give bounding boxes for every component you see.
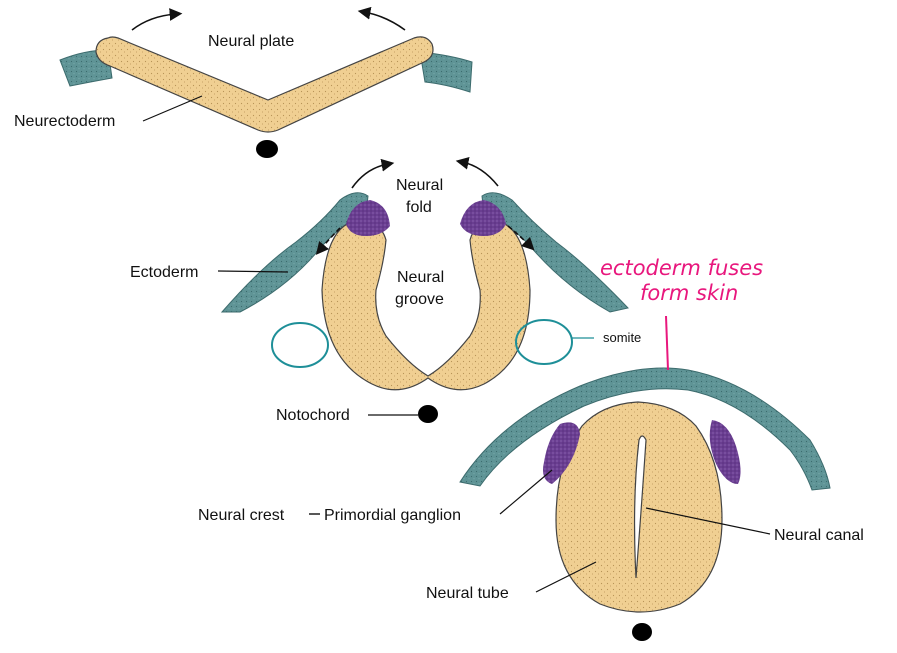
neural-canal-slit bbox=[633, 435, 647, 579]
leader-ectoderm bbox=[217, 270, 289, 273]
fold-arrow-out-right-stage2 bbox=[455, 156, 499, 187]
label-neurectoderm: Neurectoderm bbox=[14, 113, 115, 130]
ectoderm-right-stage1 bbox=[419, 51, 473, 93]
somite-outline-right bbox=[515, 319, 573, 365]
notochord-stage2 bbox=[418, 405, 438, 423]
neural-plate-shape bbox=[95, 36, 434, 133]
label-notochord: Notochord bbox=[276, 407, 350, 424]
annotation-line1: ectoderm fuses bbox=[600, 256, 763, 280]
label-neural-fold-line1: Neural bbox=[396, 177, 443, 194]
annotation-pointer bbox=[665, 315, 669, 371]
neural-crest-right-stage3 bbox=[709, 420, 741, 484]
label-neural-crest: Neural crest bbox=[198, 507, 285, 524]
leader-neurectoderm bbox=[142, 95, 203, 122]
stage-neural-plate: Neural plate Neurectoderm bbox=[14, 6, 473, 158]
label-ectoderm: Ectoderm bbox=[130, 264, 198, 281]
leader-neural-tube bbox=[535, 561, 597, 593]
fold-arrow-right-stage1 bbox=[357, 6, 406, 31]
fold-arrow-left-stage1 bbox=[131, 8, 183, 31]
label-neural-fold-line2: fold bbox=[406, 199, 432, 216]
label-neural-tube: Neural tube bbox=[426, 585, 509, 602]
neural-crest-left-stage2 bbox=[346, 200, 390, 236]
stage-neural-tube: Neural crest Primordial ganglion Neural … bbox=[198, 367, 864, 641]
label-somite: somite bbox=[603, 330, 641, 345]
ectoderm-right-stage2 bbox=[481, 192, 629, 313]
neural-crest-right-stage2 bbox=[460, 200, 506, 236]
label-neural-canal: Neural canal bbox=[774, 527, 864, 544]
notochord-stage3 bbox=[632, 623, 652, 641]
somite-outline-left bbox=[271, 322, 329, 368]
leader-primordial-ganglion bbox=[499, 469, 553, 515]
ectoderm-left-stage2 bbox=[220, 192, 369, 313]
fold-arrow-in-right-stage2 bbox=[507, 225, 535, 251]
label-primordial-ganglion: Primordial ganglion bbox=[324, 507, 461, 524]
handwritten-annotation: ectoderm fuses form skin bbox=[600, 256, 763, 371]
label-neural-groove-line2: groove bbox=[395, 291, 444, 308]
label-neural-plate: Neural plate bbox=[208, 33, 294, 50]
fold-arrow-out-left-stage2 bbox=[351, 158, 395, 189]
annotation-line2: form skin bbox=[640, 281, 738, 305]
notochord-stage1 bbox=[256, 140, 278, 158]
ectoderm-arch-stage3 bbox=[459, 367, 831, 491]
fold-arrow-in-left-stage2 bbox=[315, 227, 341, 255]
neural-crest-left-stage3 bbox=[543, 422, 580, 484]
stage-neural-groove: Neural fold Ectoderm Neural groove Notoc… bbox=[130, 156, 641, 424]
label-neural-groove-line1: Neural bbox=[397, 269, 444, 286]
leader-neural-canal bbox=[645, 507, 771, 535]
